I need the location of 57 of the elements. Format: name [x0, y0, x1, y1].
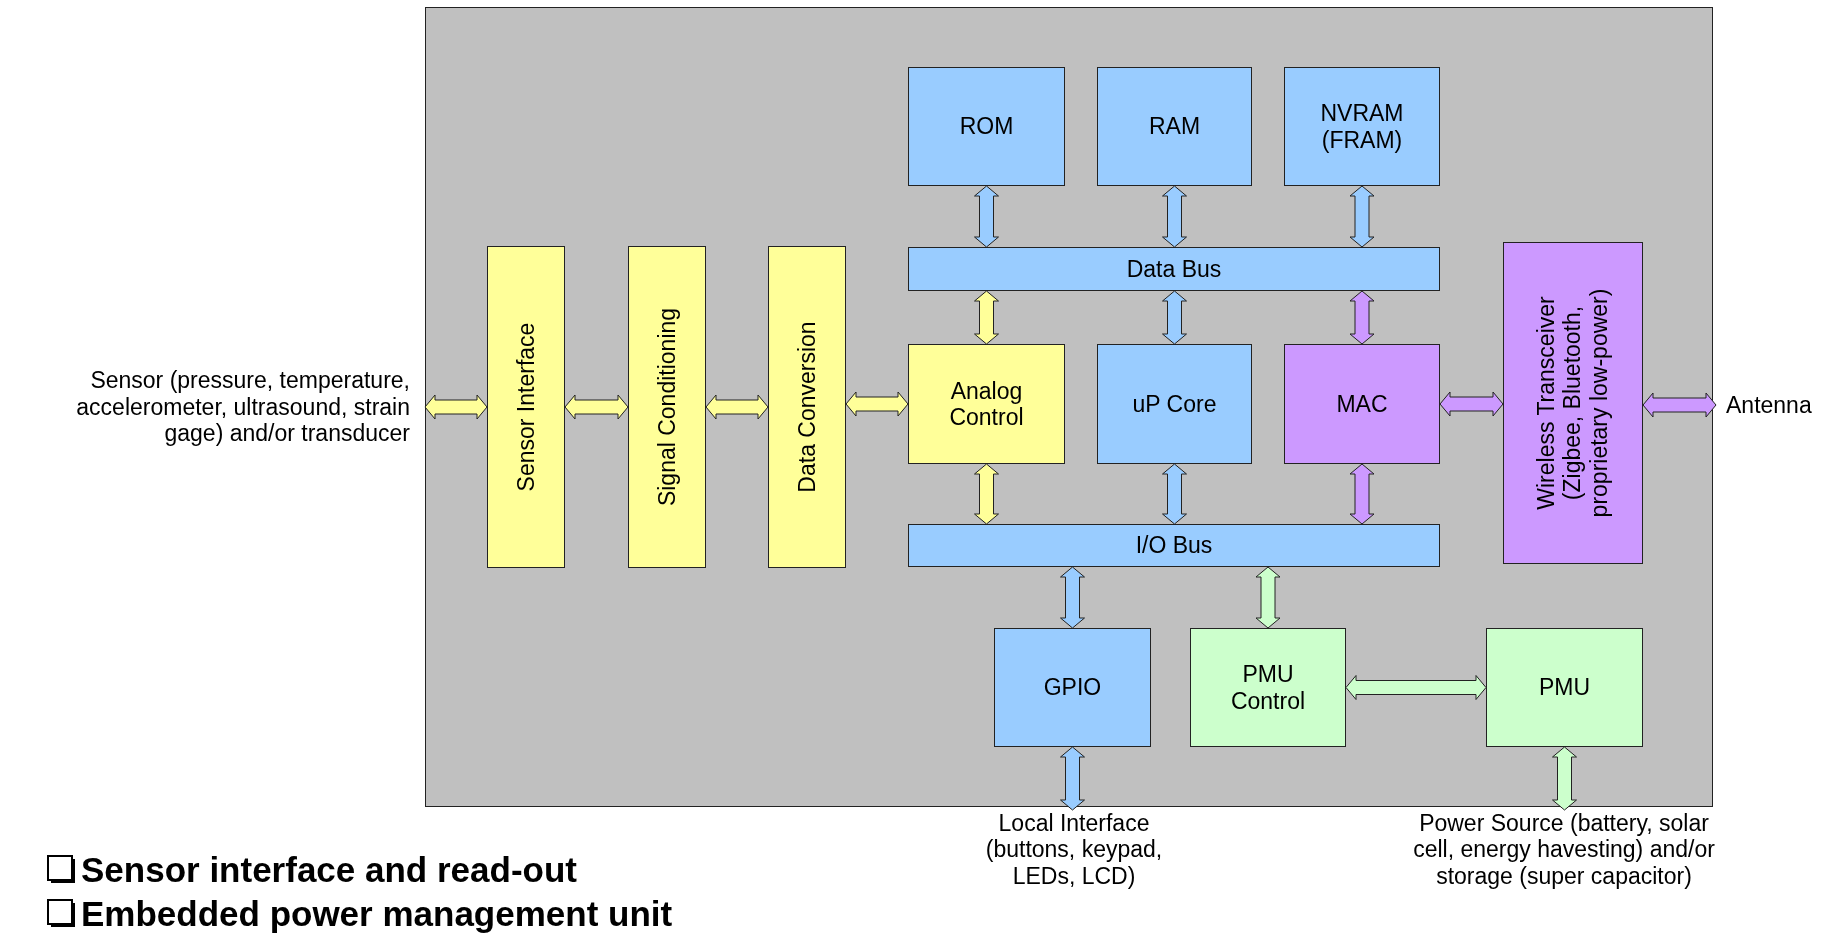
chip-boundary — [425, 7, 1713, 807]
double-block-arrow — [845, 391, 909, 417]
double-block-arrow — [1439, 391, 1504, 417]
external-label: Local Interface (buttons, keypad, LEDs, LCD) — [964, 810, 1184, 910]
block-label: NVRAM (FRAM) — [1319, 100, 1405, 153]
processing-block — [1486, 628, 1643, 747]
double-block-arrow — [974, 185, 999, 248]
block-label: Data Bus — [1126, 255, 1222, 283]
block-label: Sensor Interface — [512, 321, 540, 494]
processing-block — [1284, 344, 1440, 464]
block-label: Data Conversion — [793, 320, 821, 495]
double-block-arrow — [1349, 185, 1375, 248]
block-label: GPIO — [1043, 674, 1102, 701]
double-block-arrow — [974, 290, 999, 345]
external-label: Power Source (battery, solar cell, energy havesting) and/or storage (super capacitor) — [1394, 810, 1734, 935]
double-block-arrow — [705, 394, 769, 420]
double-block-arrow — [1349, 290, 1375, 345]
double-block-arrow — [1642, 392, 1717, 418]
double-block-arrow — [1345, 675, 1487, 700]
block-label: uP Core — [1132, 390, 1217, 418]
memory-block — [1284, 67, 1440, 186]
processing-block — [768, 246, 846, 568]
double-block-arrow — [1552, 746, 1577, 811]
external-label: Antenna — [1716, 385, 1826, 425]
bullet-text: Sensor interface and read-out — [81, 850, 577, 890]
block-label: Analog Control — [948, 377, 1025, 431]
double-block-arrow — [974, 463, 999, 525]
memory-block — [1097, 67, 1252, 186]
memory-block — [908, 67, 1065, 186]
block-label: I/O Bus — [1135, 532, 1213, 559]
processing-block — [994, 628, 1151, 747]
bullet-text: Embedded power management unit — [81, 894, 673, 934]
bus-bar — [908, 247, 1440, 291]
external-label: Sensor (pressure, temperature, accelerometer, ultrasound, strain gage) and/or transducer — [5, 360, 425, 454]
double-block-arrow — [564, 394, 629, 420]
processing-block — [1190, 628, 1346, 747]
double-block-arrow — [1060, 566, 1085, 629]
double-block-arrow — [1255, 566, 1281, 629]
block-label: PMU — [1538, 674, 1591, 701]
double-block-arrow — [1162, 185, 1187, 248]
block-label: MAC — [1336, 390, 1388, 418]
double-block-arrow — [1162, 290, 1187, 345]
processing-block — [908, 344, 1065, 464]
block-label: ROM — [959, 113, 1014, 140]
block-label: Wireless Transceiver (Zigbee, Bluetooth, proprietary low-power) — [1533, 287, 1613, 520]
double-block-arrow — [1349, 463, 1375, 525]
processing-block — [628, 246, 706, 568]
block-label: PMU Control — [1229, 661, 1307, 714]
block-label: RAM — [1148, 113, 1201, 140]
processing-block — [487, 246, 565, 568]
double-block-arrow — [1060, 746, 1085, 811]
double-block-arrow — [424, 394, 488, 420]
transceiver-block — [1503, 242, 1643, 564]
processing-block — [1097, 344, 1252, 464]
block-label: Signal Conditioning — [653, 306, 681, 509]
bus-bar — [908, 524, 1440, 567]
double-block-arrow — [1162, 463, 1187, 525]
